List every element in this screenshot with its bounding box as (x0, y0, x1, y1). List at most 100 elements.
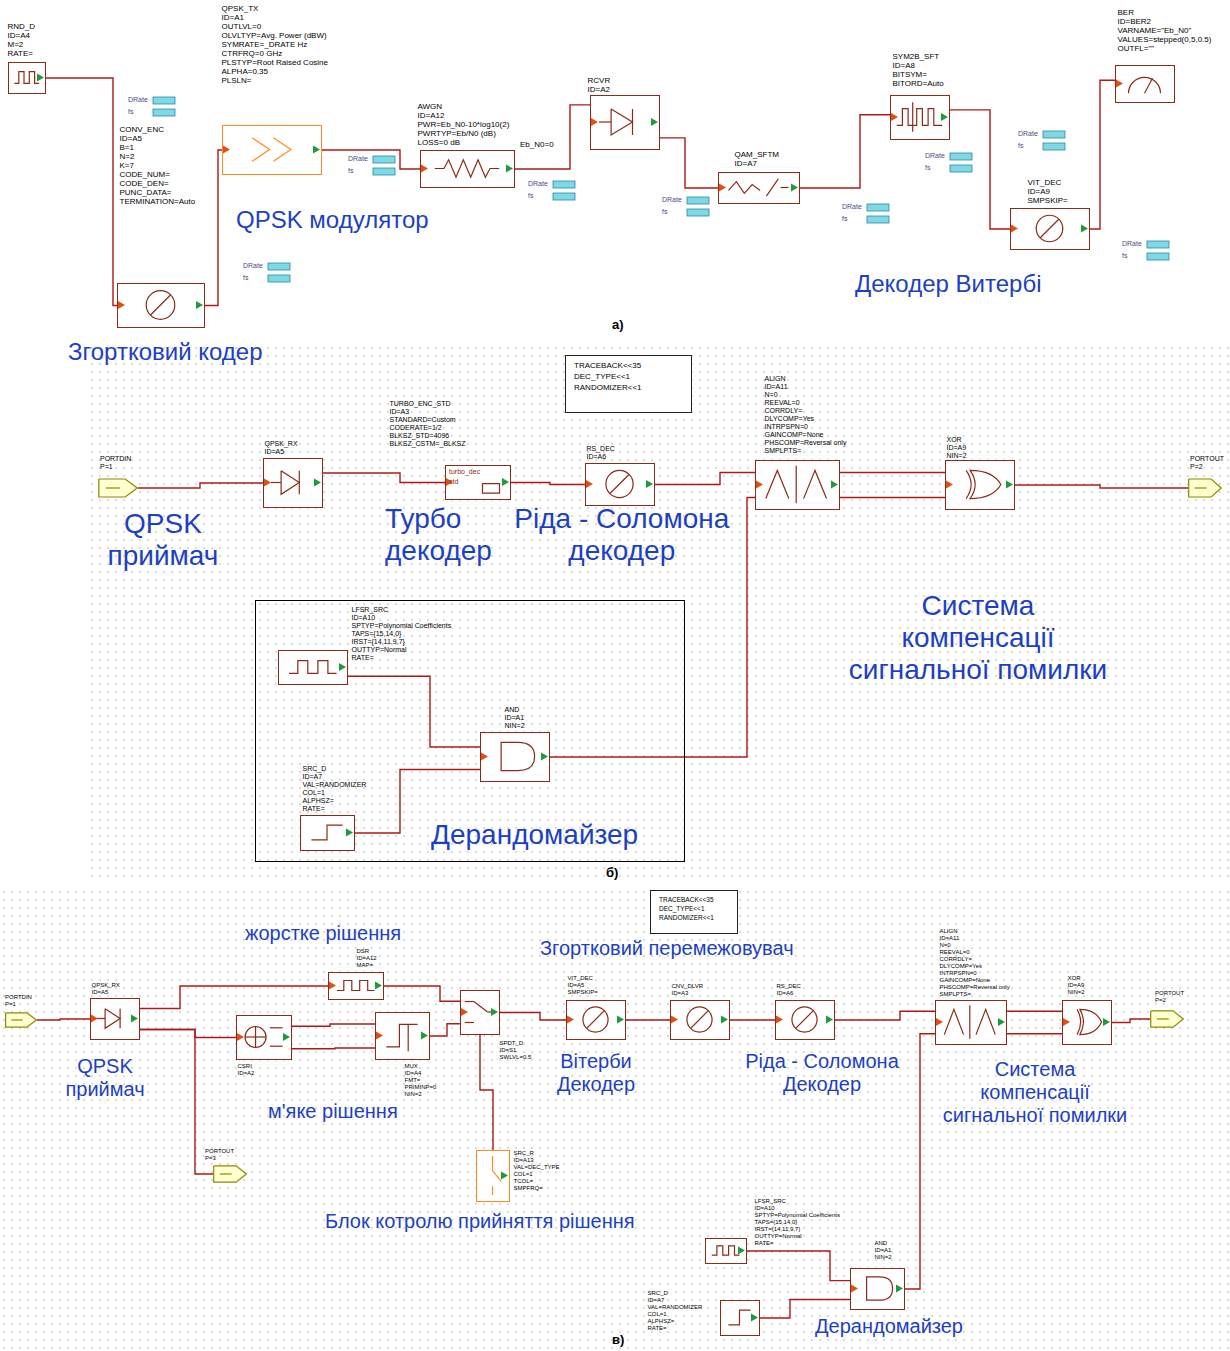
parameter-list: CSRIID=A2 (238, 1063, 255, 1077)
parameter-text: P=3 (205, 1155, 234, 1162)
caption-label: Згортковий перемежовувач (540, 937, 794, 960)
parameter-text: XOR (947, 436, 967, 444)
signal-wire (660, 138, 718, 188)
symbol-text: turbo_dec (449, 467, 480, 477)
parameter-text: ALPHSZ= (648, 1318, 703, 1325)
parameter-list: RS_DECID=A6 (587, 445, 615, 461)
rate-box (1147, 253, 1169, 260)
symbol-stroke (271, 482, 281, 483)
signal-wire (384, 986, 460, 1001)
parameter-text: QPSK_RX (265, 440, 298, 448)
port-symbol: PORTOUTP=3 (213, 1165, 247, 1183)
parameter-text: CODE_DEN= (120, 179, 196, 188)
parameter-text: PORTDIN (100, 455, 131, 463)
signal-wire (1007, 1033, 1062, 1034)
caption-label: Декодер Витербі (855, 270, 1041, 298)
symbol-stroke (966, 470, 971, 498)
caption-label: DRate (1018, 130, 1038, 138)
output-port (375, 982, 382, 990)
block-symbol: DSRID=A12MAP= (328, 972, 384, 1000)
block-symbol: TURBO_ENC_STDID=A3STANDARD=CustomCODERAT… (445, 465, 511, 500)
symbol-stroke (220, 1173, 232, 1174)
parameter-text: ID=A5 (120, 134, 196, 143)
signal-wire (322, 150, 420, 169)
parameter-text: SRC_D (648, 1290, 703, 1297)
signal-wire (1015, 485, 1188, 488)
parameter-text: ID=A7 (735, 159, 779, 168)
input-port (1011, 225, 1018, 233)
output-port (791, 184, 798, 192)
parameter-text: ID=A13 (514, 1157, 560, 1164)
input-port (756, 481, 763, 489)
output-port (502, 478, 509, 486)
block-glyph (586, 464, 653, 504)
symbol-stroke (99, 479, 137, 497)
input-port (223, 146, 230, 154)
parameter-text: NIN=2 (1068, 989, 1085, 996)
symbol-stroke (606, 470, 633, 497)
signal-wire (292, 1024, 375, 1026)
symbol-stroke (465, 1001, 474, 1002)
symbol-stroke (1195, 487, 1207, 488)
signal-wire (747, 1251, 850, 1281)
block-symbol: LFSR_SRCID=A10SPTYP=Polynomial Coefficie… (705, 1238, 747, 1264)
symbol-stroke (728, 1310, 750, 1325)
caption-label: fs (243, 274, 248, 282)
signal-wire (800, 115, 890, 188)
symbol-stroke (289, 661, 337, 674)
output-port (283, 1033, 290, 1041)
parameter-text: ID=A11 (765, 383, 847, 391)
signal-wire (1112, 1019, 1150, 1023)
parameter-text: ID=A9 (1068, 982, 1085, 989)
output-port (831, 481, 838, 489)
parameter-text: ID=A9 (1028, 187, 1068, 196)
parameter-text: CTRFRQ=0 GHz (222, 49, 329, 58)
caption-label: fs (1018, 142, 1023, 150)
caption-label: Згортковий кодер (68, 338, 263, 366)
parameter-text: ID=A6 (587, 453, 615, 461)
parameter-text: SMPLPTS= (940, 991, 1010, 998)
parameter-text: SMPSKIP= (568, 989, 598, 996)
block-symbol: CNV_DLVRID=A3 (670, 1000, 730, 1040)
block-symbol: AWGNID=A12PWR=Eb_N0-10*log10(2)PWRTYP=Eb… (420, 150, 515, 188)
parameter-list: PORTOUTP=3 (205, 1148, 234, 1162)
symbol-stroke (1145, 78, 1153, 93)
parameter-text: RS_DEC (587, 445, 615, 453)
parameter-text: SPTYP=Polynomial Coefficients (352, 622, 452, 630)
block-glyph (118, 284, 203, 326)
parameter-list: QPSK_RXID=A5 (92, 982, 120, 996)
symbol-stroke (299, 471, 300, 495)
symbol-stroke (14, 72, 39, 84)
rate-box (867, 204, 889, 211)
block-glyph (223, 126, 320, 173)
symbol-caption: turbo_decstd (449, 467, 480, 487)
input-port (567, 1016, 574, 1024)
parameter-text: RATE= (755, 1240, 840, 1247)
output-port (896, 1285, 903, 1293)
parameter-text: SPTYP=Polynomial Coefficients (755, 1212, 840, 1219)
symbol-stroke (11, 1019, 22, 1020)
output-port (346, 829, 353, 837)
note-box: TRACEBACK<<35DEC_TYPE<<1RANDOMIZER<<1 (565, 355, 692, 413)
parameter-list: VIT_DECID=A5SMPSKIP= (568, 975, 598, 996)
symbol-stroke (766, 179, 778, 196)
block-glyph (9, 63, 44, 92)
symbol-stroke (1129, 77, 1161, 93)
input-port (936, 1018, 943, 1026)
symbol-stroke (270, 1027, 283, 1028)
block-symbol: ANDID=A1NIN=2 (850, 1268, 905, 1310)
symbol-stroke (106, 487, 120, 488)
parameter-text: BER (1118, 8, 1212, 17)
parameter-text: TAPS={15,14,0} (755, 1219, 840, 1226)
parameter-text: VIT_DEC (568, 975, 598, 982)
output-port (131, 1015, 138, 1023)
caption-label: б) (606, 866, 618, 881)
block-symbol: RS_DECID=A6 (585, 463, 655, 506)
parameter-text: NIN=2 (947, 452, 967, 460)
parameter-list: LFSR_SRCID=A10SPTYP=Polynomial Coefficie… (352, 606, 452, 662)
parameter-text: MAP= (357, 962, 377, 969)
output-port (738, 1247, 745, 1255)
block-glyph (329, 973, 382, 998)
block-glyph (1116, 66, 1173, 101)
signal-wire (205, 150, 222, 306)
